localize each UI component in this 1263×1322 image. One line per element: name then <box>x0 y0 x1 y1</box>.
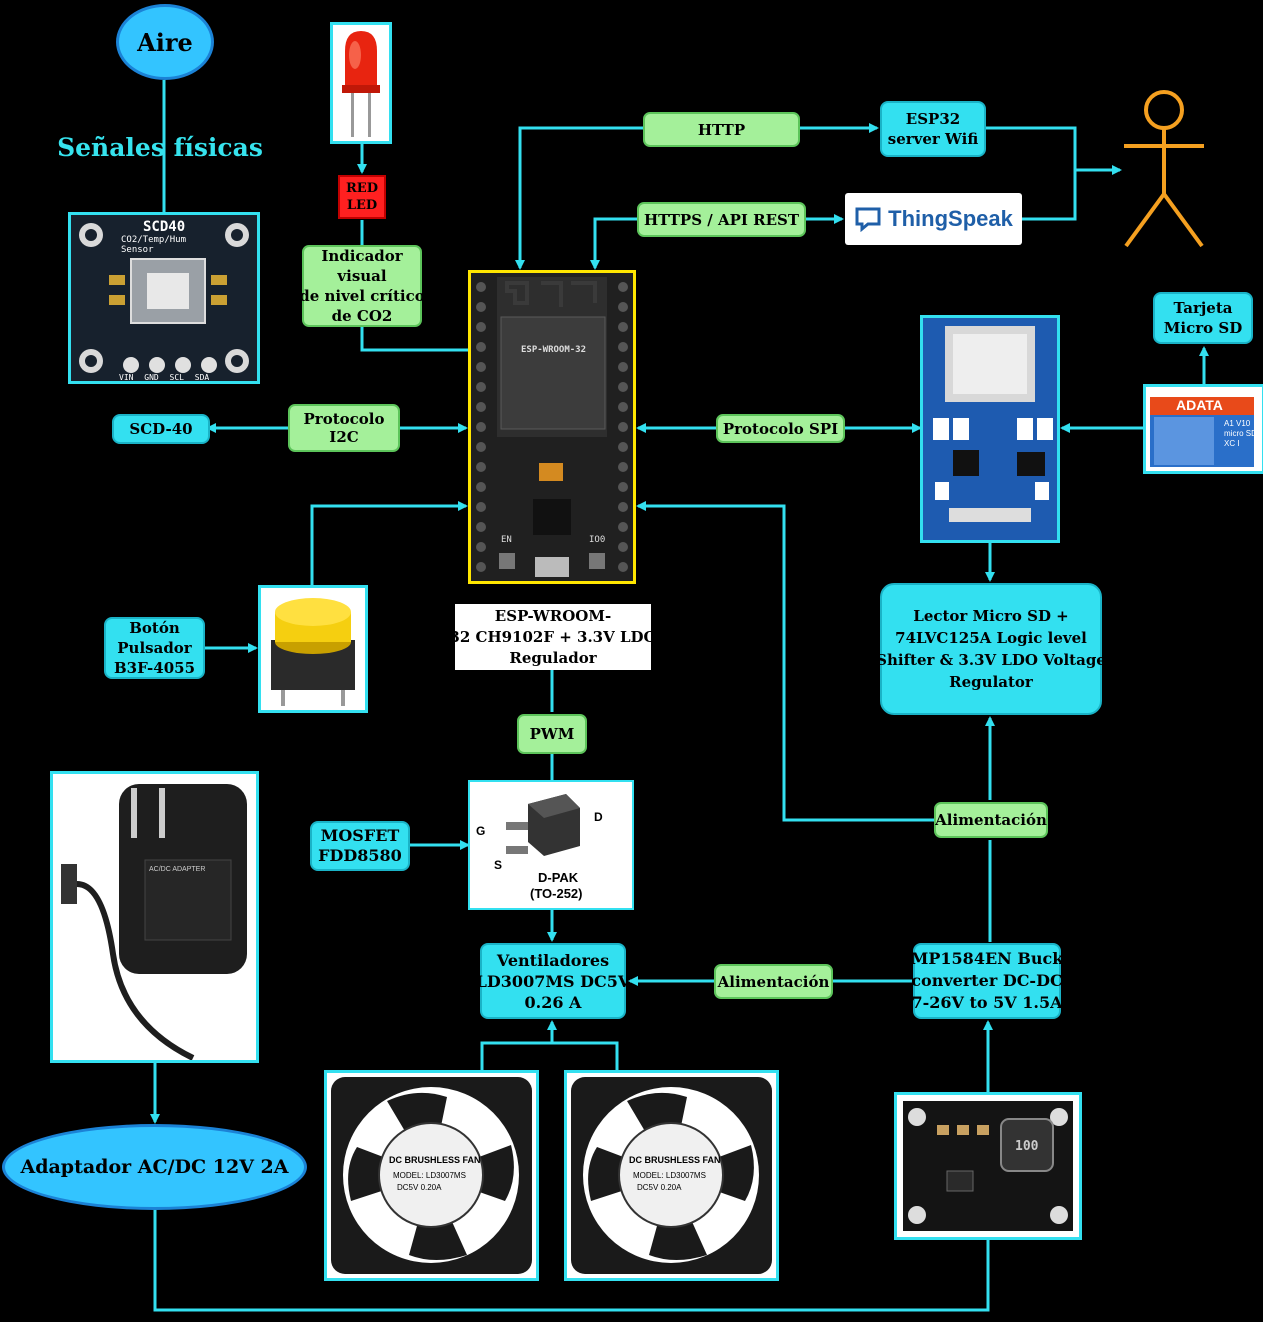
dpak-g-label: G <box>476 824 486 838</box>
pwm-label: PWM <box>517 714 587 754</box>
adaptador-ac-dc-node: Adaptador AC/DC 12V 2A <box>2 1124 307 1210</box>
buck-board <box>897 1095 1079 1237</box>
dpak-package-label: (TO-252) <box>530 886 583 901</box>
dpak-s-label: S <box>494 858 503 872</box>
buck-coil-label: 100 <box>1015 1139 1039 1154</box>
adapter-icon <box>53 774 256 1060</box>
http-label: HTTP <box>643 112 800 147</box>
dpak-image: G D S D-PAK (TO-252) <box>468 780 634 910</box>
sd-module-image <box>920 315 1060 543</box>
mosfet-box: MOSFET FDD8580 <box>310 821 410 871</box>
button-image <box>258 585 368 713</box>
tarjeta-micro-sd-box: Tarjeta Micro SD <box>1153 292 1253 344</box>
scd40-board-label: SCD40 <box>143 219 186 235</box>
buck-board-image: 100 <box>894 1092 1082 1240</box>
led-image <box>330 22 392 144</box>
sd-module <box>923 318 1057 540</box>
sd-card-image: ADATA A1 V10 micro SD XC I <box>1143 384 1263 474</box>
red-led-label: RED LED <box>338 175 386 219</box>
esp-en-label: EN <box>501 535 512 545</box>
senales-fisicas-title: Señales físicas <box>57 132 263 162</box>
dpak-name-label: D-PAK <box>538 870 579 885</box>
fan-1-model: MODEL: LD3007MS <box>393 1171 466 1180</box>
protocolo-i2c-label: Protocolo I2C <box>288 404 400 452</box>
person-icon <box>1124 90 1204 248</box>
alimentacion-label-1: Alimentación <box>934 802 1048 838</box>
fan-icon <box>567 1073 776 1278</box>
fan-2-model: MODEL: LD3007MS <box>633 1171 706 1180</box>
sd-marks-label: A1 V10 micro SD XC I <box>1224 419 1257 448</box>
fan-2-rating: DC5V 0.20A <box>637 1183 682 1192</box>
thingspeak-logo: ThingSpeak <box>845 193 1022 245</box>
buck-converter-box: MP1584EN Buck converter DC-DC 7-26V to 5… <box>911 943 1063 1019</box>
led-icon <box>333 25 389 141</box>
esp32-board-image: ESP-WROOM-32 EN IO0 <box>468 270 636 584</box>
button-icon <box>261 588 365 710</box>
esp-module-label: ESP-WROOM-32 <box>521 345 587 355</box>
aire-node: Aire <box>116 4 214 80</box>
sd-card-icon <box>1150 397 1254 467</box>
adapter-image: AC/DC ADAPTER <box>50 771 259 1063</box>
esp32-server-wifi-box: ESP32 server Wifi <box>880 101 986 157</box>
dpak-icon <box>470 782 632 908</box>
alimentacion-label-2: Alimentación <box>714 964 833 999</box>
boton-pulsador-box: Botón Pulsador B3F-4055 <box>104 617 205 679</box>
fan-image-2: DC BRUSHLESS FAN MODEL: LD3007MS DC5V 0.… <box>564 1070 779 1281</box>
fan-image-1: DC BRUSHLESS FAN MODEL: LD3007MS DC5V 0.… <box>324 1070 539 1281</box>
dpak-d-label: D <box>594 810 603 824</box>
fan-2-label: DC BRUSHLESS FAN <box>629 1155 721 1165</box>
esp-wroom-32-label: ESP-WROOM- 32 CH9102F + 3.3V LDO Regulad… <box>449 604 657 670</box>
thingspeak-icon <box>855 207 881 232</box>
esp32-board <box>471 273 633 581</box>
adapter-text-label: AC/DC ADAPTER <box>149 866 206 873</box>
fan-1-rating: DC5V 0.20A <box>397 1183 442 1192</box>
https-api-rest-label: HTTPS / API REST <box>637 202 806 237</box>
scd40-sub-label: CO2/Temp/Hum Sensor <box>121 235 187 255</box>
fan-icon <box>327 1073 536 1278</box>
scd-40-box: SCD-40 <box>112 414 210 444</box>
lector-micro-sd-box: Lector Micro SD + 74LVC125A Logic level … <box>876 583 1106 715</box>
indicador-visual-box: Indicador visual de nivel crítico de CO2 <box>299 245 425 327</box>
fan-1-label: DC BRUSHLESS FAN <box>389 1155 481 1165</box>
esp-io0-label: IO0 <box>589 535 606 545</box>
protocolo-spi-label: Protocolo SPI <box>716 414 845 443</box>
scd40-pins-label: VIN GND SCL SDA <box>119 373 210 382</box>
scd40-sensor-image: SCD40 CO2/Temp/Hum Sensor VIN GND SCL SD… <box>68 212 260 384</box>
adata-label: ADATA <box>1176 397 1223 413</box>
ventiladores-box: Ventiladores LD3007MS DC5V 0.26 A <box>476 943 630 1019</box>
